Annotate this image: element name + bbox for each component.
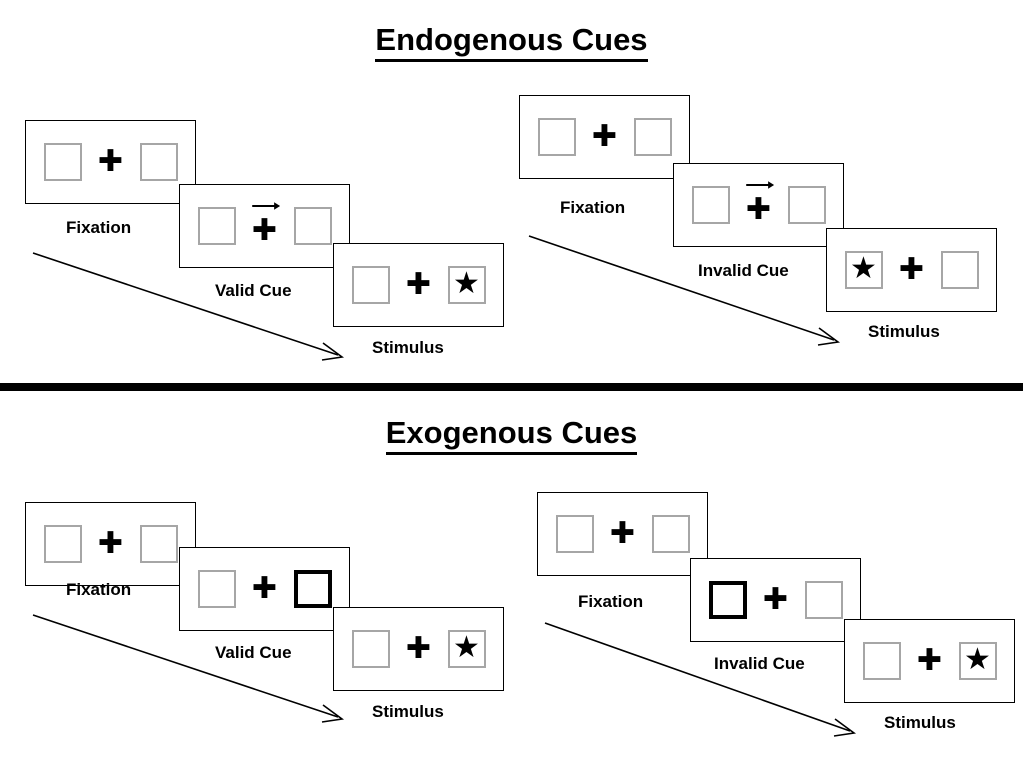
cue-cross-wrap: ✚ [736, 181, 782, 228]
exogenous-invalid-stimulus-right-box: ★ [958, 642, 997, 680]
endogenous-invalid-cue-frame: ✚ [673, 163, 844, 247]
fixation-cross-icon: ✚ [405, 631, 432, 666]
fixation-cross-icon: ✚ [898, 252, 925, 287]
exogenous-valid-cue-frame: ✚ [179, 547, 350, 631]
exogenous-invalid-fixation-label: Fixation [578, 592, 644, 611]
endogenous-valid-cue-frame: ✚ [179, 184, 350, 268]
endogenous-invalid-time-arrow [528, 235, 841, 346]
fixation-cross-wrap: ✚ [582, 114, 628, 160]
exogenous-invalid-fixation-right-box [651, 515, 690, 553]
star-icon: ★ [453, 267, 480, 300]
cue-cross-wrap: ✚ [242, 202, 288, 249]
endogenous-valid-stimulus-frame: ✚ ★ [333, 243, 504, 327]
stimulus-cross-wrap: ✚ [889, 247, 935, 293]
endogenous-invalid-cue-left-box [691, 186, 730, 224]
fixation-cross-wrap: ✚ [88, 521, 134, 567]
endogenous-invalid-fixation-left-box [537, 118, 576, 156]
exogenous-invalid-time-arrow [544, 622, 857, 737]
exogenous-invalid-cue-right-box [804, 581, 843, 619]
exogenous-valid-fixation-label: Fixation [66, 580, 132, 599]
exogenous-invalid-cue-label: Invalid Cue [714, 654, 805, 673]
exogenous-valid-stimulus-frame: ✚ ★ [333, 607, 504, 691]
fixation-cross-icon: ✚ [405, 267, 432, 302]
star-icon: ★ [453, 631, 480, 664]
endogenous-valid-stimulus-label: Stimulus [372, 338, 444, 357]
exogenous-invalid-cue-left-box [708, 581, 747, 619]
fixation-cross-wrap: ✚ [600, 511, 646, 557]
endogenous-invalid-cue-label: Invalid Cue [698, 261, 789, 280]
section-title-endogenous: Endogenous Cues [0, 22, 1023, 62]
endogenous-invalid-fixation-label: Fixation [560, 198, 626, 217]
cue-cross-wrap: ✚ [242, 566, 288, 612]
exogenous-valid-cue-label: Valid Cue [215, 643, 292, 662]
cue-cross-wrap: ✚ [753, 577, 799, 623]
endogenous-invalid-fixation-frame: ✚ [519, 95, 690, 179]
fixation-cross-icon: ✚ [609, 516, 636, 551]
fixation-cross-icon: ✚ [251, 571, 278, 606]
stimulus-cross-wrap: ✚ [396, 626, 442, 672]
exogenous-invalid-cue-frame: ✚ [690, 558, 861, 642]
exogenous-valid-cue-right-box [293, 570, 332, 608]
fixation-cross-icon: ✚ [97, 526, 124, 561]
exogenous-valid-fixation-left-box [43, 525, 82, 563]
endogenous-valid-cue-right-box [293, 207, 332, 245]
exogenous-invalid-stimulus-label: Stimulus [884, 713, 956, 732]
section-title-exogenous: Exogenous Cues [0, 415, 1023, 455]
star-icon: ★ [850, 252, 877, 285]
fixation-cross-icon: ✚ [916, 643, 943, 678]
fixation-cross-icon: ✚ [251, 213, 278, 248]
endogenous-valid-fixation-frame: ✚ [25, 120, 196, 204]
exogenous-valid-fixation-right-box [139, 525, 178, 563]
arrow-right-cue-icon [745, 181, 774, 189]
exogenous-valid-cue-left-box [197, 570, 236, 608]
exogenous-invalid-fixation-frame: ✚ [537, 492, 708, 576]
exogenous-valid-stimulus-label: Stimulus [372, 702, 444, 721]
endogenous-valid-cue-left-box [197, 207, 236, 245]
fixation-cross-icon: ✚ [591, 119, 618, 154]
endogenous-invalid-stimulus-frame: ★ ✚ [826, 228, 997, 312]
exogenous-invalid-fixation-left-box [555, 515, 594, 553]
endogenous-valid-fixation-label: Fixation [66, 218, 132, 237]
endogenous-invalid-stimulus-left-box: ★ [844, 251, 883, 289]
endogenous-valid-fixation-right-box [139, 143, 178, 181]
exogenous-valid-fixation-frame: ✚ [25, 502, 196, 586]
star-icon: ★ [964, 643, 991, 676]
endogenous-invalid-stimulus-label: Stimulus [868, 322, 940, 341]
section-title-endogenous-text: Endogenous Cues [375, 22, 648, 62]
fixation-cross-icon: ✚ [762, 582, 789, 617]
fixation-cross-icon: ✚ [745, 192, 772, 227]
fixation-cross-wrap: ✚ [88, 139, 134, 185]
section-divider [0, 383, 1023, 391]
endogenous-valid-cue-label: Valid Cue [215, 281, 292, 300]
section-title-exogenous-text: Exogenous Cues [385, 415, 638, 455]
endogenous-valid-fixation-left-box [43, 143, 82, 181]
endogenous-valid-stimulus-right-box: ★ [447, 266, 486, 304]
endogenous-invalid-cue-right-box [787, 186, 826, 224]
stimulus-cross-wrap: ✚ [907, 638, 953, 684]
exogenous-valid-stimulus-left-box [351, 630, 390, 668]
fixation-cross-icon: ✚ [97, 144, 124, 179]
endogenous-invalid-fixation-right-box [633, 118, 672, 156]
exogenous-invalid-stimulus-frame: ✚ ★ [844, 619, 1015, 703]
endogenous-valid-stimulus-left-box [351, 266, 390, 304]
endogenous-valid-time-arrow [32, 252, 345, 361]
exogenous-valid-stimulus-right-box: ★ [447, 630, 486, 668]
exogenous-invalid-stimulus-left-box [862, 642, 901, 680]
arrow-right-cue-icon [251, 202, 280, 210]
stimulus-cross-wrap: ✚ [396, 262, 442, 308]
endogenous-invalid-stimulus-right-box [940, 251, 979, 289]
exogenous-valid-time-arrow [32, 614, 345, 723]
